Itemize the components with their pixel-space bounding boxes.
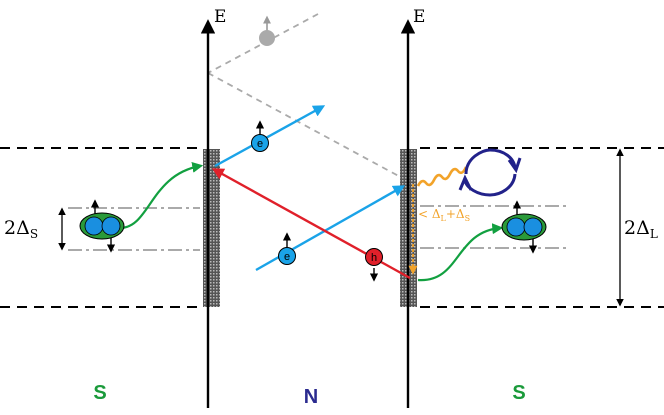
electron-lower: e [278, 232, 296, 265]
right-gap-label: 2ΔL [624, 217, 658, 241]
electron-upper: e [251, 120, 269, 152]
right-inner-gap-lines [420, 205, 570, 249]
gap-condition-label: < ΔL+ΔS [418, 207, 470, 223]
right-gap-edges [420, 147, 664, 308]
region-right-label: S [512, 382, 525, 404]
cooper-pair-right [501, 200, 547, 254]
green-left-path [119, 161, 204, 230]
left-gap-label: 2ΔS [4, 217, 38, 241]
hole-icon [365, 248, 383, 266]
left-inner-gap-lines [68, 207, 200, 251]
gray-reflected-path [207, 13, 407, 181]
cooper-pair-left [79, 199, 125, 253]
right-energy-label: E [413, 7, 425, 27]
particle-icon [259, 30, 275, 46]
blue-upper-path [214, 105, 326, 168]
svg-text:< ΔL+ΔS: < ΔL+ΔS [418, 207, 470, 223]
region-left-label: S [93, 382, 106, 404]
electron-lower-label: e [284, 251, 290, 263]
left-energy-label: E [214, 7, 226, 27]
electron-icon [251, 134, 269, 152]
hole-particle: h [365, 248, 383, 282]
wavy-photon-icon [416, 166, 468, 187]
electron-icon [278, 247, 296, 265]
region-middle-label: N [304, 386, 318, 408]
electron-upper-label: e [257, 138, 263, 150]
gray-particle [259, 15, 275, 46]
circular-arrow-icon [458, 148, 522, 197]
green-right-path [417, 223, 504, 282]
hole-label: h [371, 252, 377, 264]
